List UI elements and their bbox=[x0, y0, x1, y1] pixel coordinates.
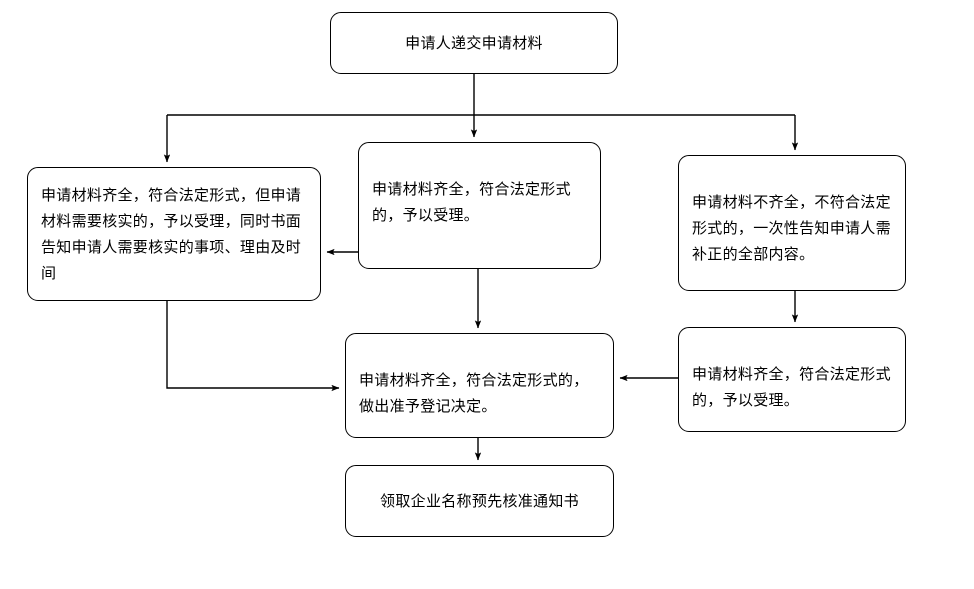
node-complete-accept-lower-label: 申请材料齐全，符合法定形式的，予以受理。 bbox=[692, 365, 891, 409]
node-complete-needs-verification-label: 申请材料齐全，符合法定形式，但申请材料需要核实的，予以受理，同时书面告知申请人需… bbox=[41, 186, 302, 282]
node-submit-application[interactable]: 申请人递交申请材料 bbox=[330, 12, 618, 74]
node-incomplete-notify-corrections-label: 申请材料不齐全，不符合法定形式的，一次性告知申请人需补正的全部内容。 bbox=[692, 193, 891, 263]
node-receive-approval-notice[interactable]: 领取企业名称预先核准通知书 bbox=[345, 465, 614, 537]
node-complete-needs-verification[interactable]: 申请材料齐全，符合法定形式，但申请材料需要核实的，予以受理，同时书面告知申请人需… bbox=[27, 167, 321, 301]
node-approve-registration-decision[interactable]: 申请材料齐全，符合法定形式的，做出准予登记决定。 bbox=[345, 333, 614, 438]
node-receive-approval-notice-label: 领取企业名称预先核准通知书 bbox=[380, 492, 579, 510]
node-submit-application-label: 申请人递交申请材料 bbox=[405, 34, 543, 52]
node-approve-registration-decision-label: 申请材料齐全，符合法定形式的，做出准予登记决定。 bbox=[359, 371, 589, 415]
node-complete-accept-upper[interactable]: 申请材料齐全，符合法定形式的，予以受理。 bbox=[358, 142, 601, 269]
node-complete-accept-upper-label: 申请材料齐全，符合法定形式的，予以受理。 bbox=[372, 180, 571, 224]
edge-left-to-approve-node bbox=[166, 301, 340, 392]
node-incomplete-notify-corrections[interactable]: 申请材料不齐全，不符合法定形式的，一次性告知申请人需补正的全部内容。 bbox=[678, 155, 906, 291]
node-complete-accept-lower[interactable]: 申请材料齐全，符合法定形式的，予以受理。 bbox=[678, 327, 906, 432]
